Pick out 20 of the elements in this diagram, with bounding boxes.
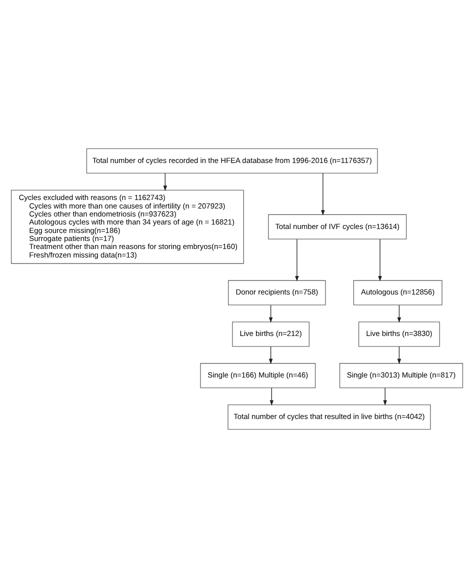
arrow	[270, 388, 274, 406]
node-box: Total number of cycles recorded in the HFEA database from 1996-2016 (n=1176357)	[86, 148, 378, 174]
node-box: Cycles excluded with reasons (n = 1162743) Cycles with more than one causes of infertility (n = 207923) Cycles other than endometriosis (n=937623) Autologous cycles with more than 34 years of age (n = 16821) Egg source missing(n=186) Surrogate patients (n=17) Treatment other than main reasons for storing embryos(n=160) Fresh/frozen missing data(n=13)	[10, 190, 244, 264]
arrow	[378, 238, 382, 282]
node-box: Live births (n=212)	[232, 322, 310, 347]
node-box: Autologous (n=12856)	[353, 280, 442, 306]
arrow	[397, 304, 402, 323]
arrow	[383, 388, 387, 406]
node-box: Single (n=166) Multiple (n=46)	[200, 363, 316, 388]
node-box: Single (n=3013) Multiple (n=817)	[339, 363, 464, 388]
node-box: Live births (n=3830)	[358, 322, 440, 347]
node-box: Total number of IVF cycles (n=13614)	[268, 214, 407, 240]
node-box: Donor recipients (n=758)	[228, 280, 326, 306]
arrow	[268, 346, 273, 364]
arrow	[321, 173, 325, 216]
node-box: Total number of cycles that resulted in live births (n=4042)	[228, 404, 431, 430]
arrow	[163, 173, 168, 192]
arrow	[295, 238, 299, 282]
arrow	[268, 304, 273, 323]
arrow	[397, 346, 402, 364]
